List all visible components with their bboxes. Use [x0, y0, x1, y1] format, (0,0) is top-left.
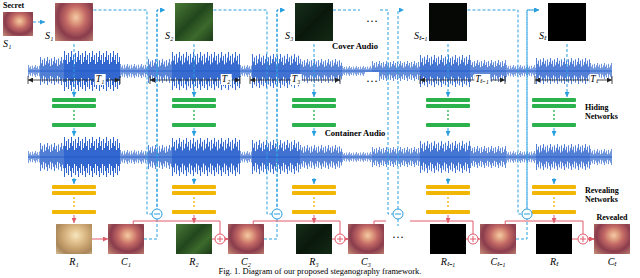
- image-label: Rₜ: [550, 256, 558, 267]
- image-tile: S₁: [45, 3, 93, 41]
- image-tile: C₂: [228, 224, 264, 267]
- annotation-label: Tₜ₋₁: [474, 74, 490, 85]
- annotation-label: T₂: [221, 74, 232, 85]
- reveal-arrow: [74, 215, 554, 223]
- image-thumbnail: [108, 224, 144, 254]
- image-label: R₃: [309, 256, 319, 267]
- image-thumbnail: [429, 3, 467, 41]
- residual-arrow: [264, 10, 285, 239]
- audio-waveform: [28, 137, 612, 177]
- image-thumbnail: [480, 224, 516, 254]
- residual-arrow: [213, 10, 285, 214]
- residual-arrow: [93, 10, 165, 214]
- hiding-network-stack: [52, 98, 576, 127]
- image-tile: Rₜ₋₁: [430, 224, 466, 267]
- annotation-label: T₁: [95, 74, 106, 85]
- image-label: C₁: [121, 256, 131, 267]
- image-tile: C₁: [108, 224, 144, 267]
- image-thumbnail: [228, 224, 264, 254]
- image-thumbnail: [176, 224, 212, 254]
- image-label: Cₜ: [608, 256, 617, 267]
- image-tile: S₂: [165, 3, 213, 41]
- image-heading: Revealed: [596, 213, 627, 222]
- annotation-label: …: [365, 72, 379, 86]
- segment-span: [28, 76, 612, 84]
- residual-arrow: [33, 22, 45, 23]
- subtract-symbol: [152, 209, 532, 219]
- image-thumbnail: [536, 224, 572, 254]
- image-thumbnail: [594, 224, 630, 254]
- image-label: S₂: [165, 30, 173, 41]
- accumulate-arrow: [92, 239, 108, 240]
- embed-arrow: [74, 44, 567, 97]
- image-tile: Sₜ₋₁: [414, 3, 467, 41]
- signal-arrow: [74, 128, 554, 184]
- image-tile: S₃: [285, 3, 333, 41]
- image-label: S₁: [3, 38, 11, 49]
- image-label: Cₜ₋₁: [490, 256, 505, 267]
- image-thumbnail: [295, 3, 333, 41]
- annotation-label: Tₜ: [589, 74, 598, 85]
- image-tile: C₃: [348, 224, 384, 267]
- image-thumbnail: [56, 224, 92, 254]
- annotation-label: …: [391, 228, 405, 242]
- annotation-label: Cover Audio: [331, 42, 379, 52]
- image-thumbnail: [296, 224, 332, 254]
- image-thumbnail: [348, 224, 384, 254]
- residual-arrow: [467, 10, 539, 214]
- image-tile: Sₜ: [539, 3, 586, 41]
- figure-caption: Fig. 1. Diagram of our proposed steganog…: [0, 266, 640, 276]
- image-heading: Secret: [3, 1, 24, 10]
- image-tile: Rₜ: [536, 224, 572, 267]
- image-thumbnail: [55, 3, 93, 41]
- image-label: S₃: [285, 30, 293, 41]
- image-label: C₂: [241, 256, 251, 267]
- annotation-label: T₃: [291, 74, 302, 85]
- image-tile: SecretS₁: [3, 1, 33, 49]
- image-tile: RevealedCₜ: [594, 213, 630, 267]
- image-tile: R₁: [56, 224, 92, 267]
- audio-waveform: [28, 51, 612, 91]
- image-thumbnail: [430, 224, 466, 254]
- annotation-label: Container Audio: [324, 129, 387, 139]
- image-label: R₁: [69, 256, 79, 267]
- image-tile: R₃: [296, 224, 332, 267]
- annotation-label: Revealing Networks: [584, 186, 640, 204]
- image-label: S₁: [45, 30, 53, 41]
- image-label: Sₜ₋₁: [414, 30, 427, 41]
- residual-arrow: [144, 10, 165, 239]
- image-label: R₂: [189, 256, 199, 267]
- annotation-label: …: [365, 12, 379, 26]
- image-label: Sₜ: [539, 30, 546, 41]
- residual-arrow: [516, 10, 539, 239]
- image-tile: R₂: [176, 224, 212, 267]
- image-label: C₃: [361, 256, 371, 267]
- revealing-network-stack: [52, 185, 576, 214]
- image-thumbnail: [175, 3, 213, 41]
- annotation-label: Hiding Networks: [584, 103, 640, 121]
- image-label: Rₜ₋₁: [441, 256, 456, 267]
- image-thumbnail: [3, 12, 33, 36]
- image-tile: Cₜ₋₁: [480, 224, 516, 267]
- image-thumbnail: [548, 3, 586, 41]
